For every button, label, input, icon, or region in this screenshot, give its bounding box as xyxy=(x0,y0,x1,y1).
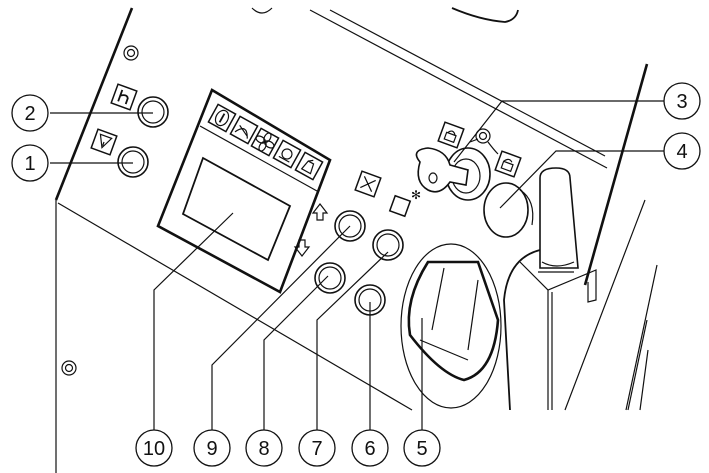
wiper-mode-icon xyxy=(90,128,118,156)
screw-top-partial xyxy=(251,7,273,14)
leader-3 xyxy=(453,100,664,163)
display-icon-strip xyxy=(207,103,324,181)
arrow-up-icon xyxy=(311,203,329,221)
leader-9 xyxy=(211,225,351,441)
ignition-key[interactable] xyxy=(415,147,469,193)
svg-text:9: 9 xyxy=(206,438,217,460)
panel-left-edge xyxy=(54,7,134,201)
svg-text:8: 8 xyxy=(258,438,269,460)
panel-top-edge-2 xyxy=(329,9,606,157)
svg-text:4: 4 xyxy=(676,141,687,163)
lock-closed-icon xyxy=(437,121,465,149)
button-frost[interactable] xyxy=(372,229,404,261)
lever-housing xyxy=(503,249,541,411)
leader-4 xyxy=(499,150,664,209)
fan-button-icon xyxy=(354,170,382,198)
power-icon xyxy=(207,103,237,133)
lock-open-icon xyxy=(494,150,522,178)
callout-4: 4 xyxy=(663,132,701,170)
frost-icon: ✻ xyxy=(388,188,421,218)
display xyxy=(156,88,332,294)
callout-5: 5 xyxy=(403,429,441,467)
callout-1: 1 xyxy=(11,144,49,182)
svg-text:✻: ✻ xyxy=(411,188,421,202)
svg-text:2: 2 xyxy=(24,103,35,125)
level-icon xyxy=(272,139,302,169)
hours-icon xyxy=(110,83,138,111)
callout-6: 6 xyxy=(351,429,389,467)
screw-top xyxy=(123,45,139,61)
joystick-lever[interactable] xyxy=(538,167,579,273)
svg-text:7: 7 xyxy=(311,438,322,460)
callout-7: 7 xyxy=(298,429,336,467)
svg-text:5: 5 xyxy=(416,438,427,460)
callout-2: 2 xyxy=(11,94,49,132)
leader-10 xyxy=(153,212,234,441)
spray-icon xyxy=(294,151,324,181)
svg-text:3: 3 xyxy=(676,91,687,113)
fan-icon xyxy=(250,127,280,157)
callout-8: 8 xyxy=(245,429,283,467)
rotary-handle[interactable] xyxy=(400,243,502,409)
leader-7 xyxy=(316,251,389,441)
leader-8 xyxy=(263,275,329,441)
key-switch-knob[interactable] xyxy=(483,182,534,238)
panel-right-lines xyxy=(564,199,658,411)
button-left-upper-hours[interactable] xyxy=(137,96,169,128)
screw-bottom xyxy=(61,360,77,376)
svg-text:10: 10 xyxy=(143,438,165,460)
callout-3: 3 xyxy=(663,82,701,120)
callout-10: 10 xyxy=(135,429,173,467)
panel-right-edge xyxy=(583,63,649,286)
arrow-down-icon xyxy=(293,239,311,257)
button-left-lower[interactable] xyxy=(117,146,149,178)
callout-9: 9 xyxy=(193,429,231,467)
svg-text:6: 6 xyxy=(364,438,375,460)
lever-bracket xyxy=(519,261,597,410)
panel-bottom-edge xyxy=(57,202,413,411)
button-down[interactable] xyxy=(314,262,346,294)
top-cable xyxy=(451,7,519,23)
wiper-icon xyxy=(229,115,259,145)
key-rotation-icon xyxy=(469,128,499,155)
svg-text:1: 1 xyxy=(24,153,35,175)
panel-top-edge-1 xyxy=(309,9,608,169)
